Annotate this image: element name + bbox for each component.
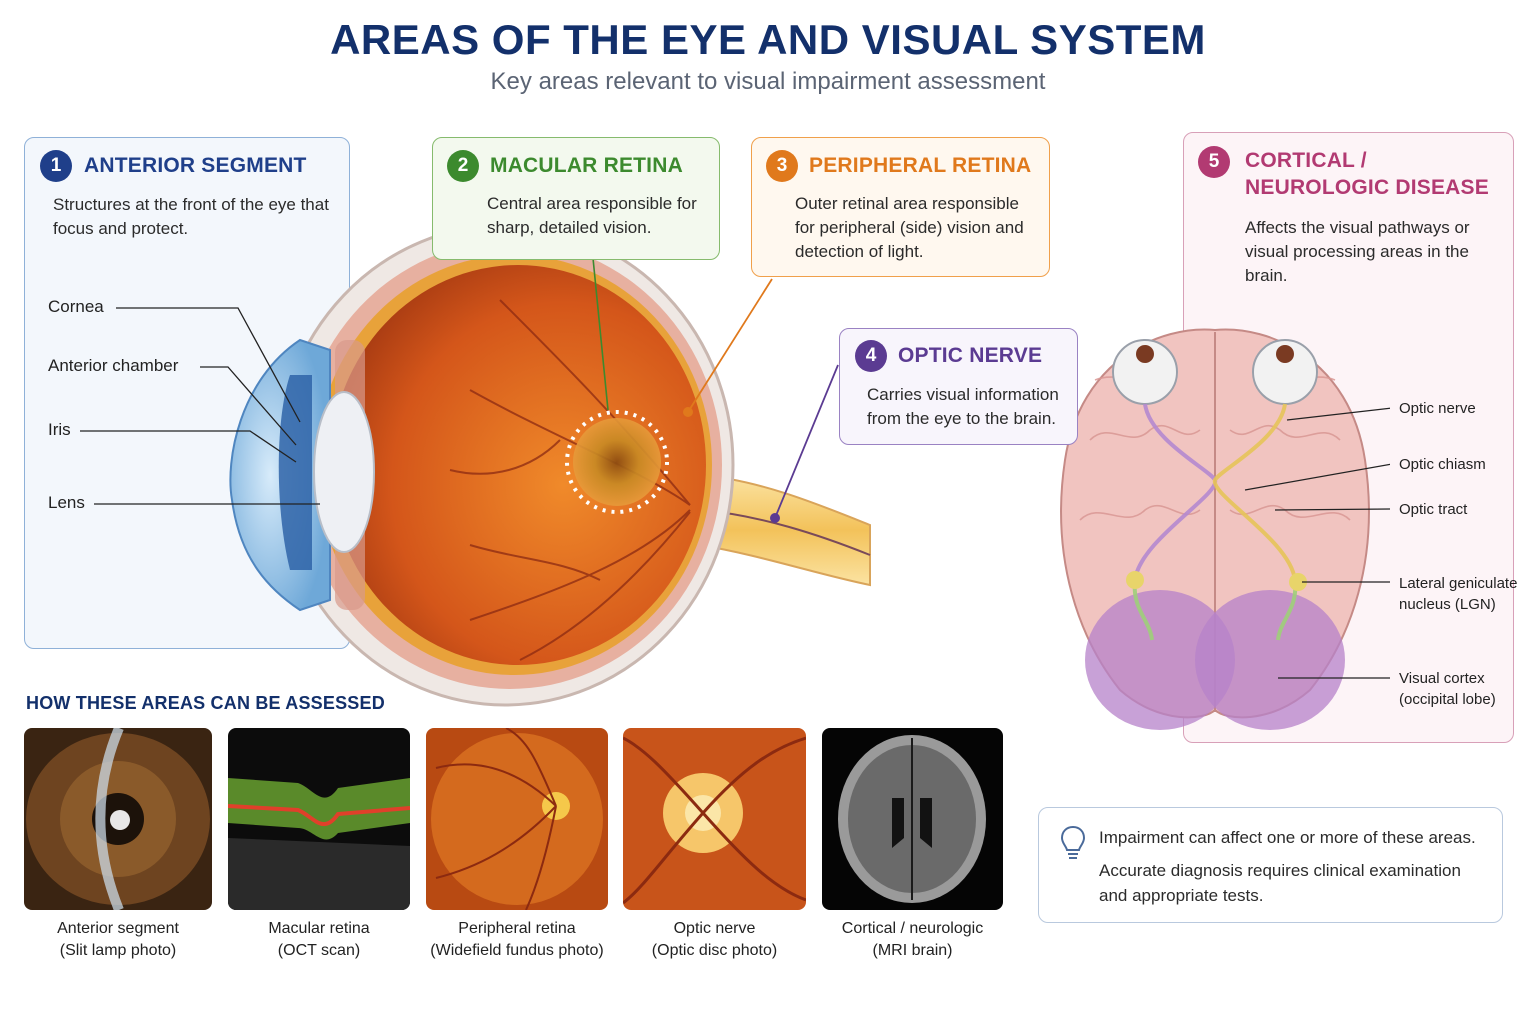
caption-line1: Macular retina — [268, 920, 370, 937]
widefield-fundus-photo — [426, 728, 608, 910]
caption-line2: (Widefield fundus photo) — [430, 942, 604, 959]
optic-disc-photo — [623, 728, 806, 910]
caption-line2: (Optic disc photo) — [651, 942, 778, 959]
page-title: AREAS OF THE EYE AND VISUAL SYSTEM — [330, 16, 1206, 63]
area-2-description: Central area responsible for sharp, deta… — [487, 194, 697, 237]
impairment-note: Impairment can affect one or more of the… — [1038, 807, 1503, 923]
note-line2: Accurate diagnosis requires clinical exa… — [1099, 861, 1461, 905]
label-visual-cortex-line2: (occipital lobe) — [1399, 691, 1496, 708]
caption-line1: Anterior segment — [57, 920, 179, 937]
area-5-badge: 5 — [1198, 146, 1230, 178]
caption-line2: (MRI brain) — [872, 942, 953, 959]
mri-brain-image — [822, 728, 1003, 910]
area-2-badge: 2 — [447, 150, 479, 182]
slit-lamp-photo — [24, 728, 212, 910]
area-3-description: Outer retinal area responsible for perip… — [795, 194, 1024, 261]
caption-cortical: Cortical / neurologic (MRI brain) — [812, 918, 1013, 962]
caption-peripheral-retina: Peripheral retina (Widefield fundus phot… — [411, 918, 623, 962]
page-subtitle: Key areas relevant to visual impairment … — [490, 68, 1046, 95]
label-optic-chiasm: Optic chiasm — [1399, 456, 1486, 473]
area-4-badge: 4 — [855, 340, 887, 372]
area-1-description: Structures at the front of the eye that … — [53, 195, 329, 238]
caption-macular-retina: Macular retina (OCT scan) — [218, 918, 420, 962]
area-2-title: MACULAR RETINA — [490, 154, 683, 177]
label-optic-nerve: Optic nerve — [1399, 400, 1476, 417]
label-cornea: Cornea — [48, 297, 104, 316]
caption-line2: (Slit lamp photo) — [59, 942, 177, 959]
caption-line1: Cortical / neurologic — [841, 920, 984, 937]
label-lgn-line1: Lateral geniculate — [1399, 575, 1518, 592]
label-optic-tract: Optic tract — [1399, 501, 1468, 518]
area-3-title: PERIPHERAL RETINA — [809, 154, 1032, 177]
label-visual-cortex-line1: Visual cortex — [1399, 670, 1485, 687]
brain-visual-pathway-illustration — [1060, 328, 1390, 730]
area-4-title: OPTIC NERVE — [898, 344, 1043, 367]
macular-retina-card — [432, 137, 720, 260]
area-1-badge: 1 — [40, 150, 72, 182]
caption-line2: (OCT scan) — [277, 942, 361, 959]
label-anterior-chamber: Anterior chamber — [48, 356, 179, 375]
caption-anterior-segment: Anterior segment (Slit lamp photo) — [14, 918, 222, 962]
label-iris: Iris — [48, 420, 71, 439]
lightbulb-icon — [1060, 825, 1086, 859]
caption-optic-nerve: Optic nerve (Optic disc photo) — [613, 918, 816, 962]
area-3-badge: 3 — [766, 150, 798, 182]
peripheral-retina-card — [751, 137, 1050, 277]
label-lgn-line2: nucleus (LGN) — [1399, 596, 1496, 613]
area-1-title: ANTERIOR SEGMENT — [84, 154, 307, 177]
area-4-description: Carries visual information from the eye … — [867, 385, 1059, 428]
assessment-heading: HOW THESE AREAS CAN BE ASSESSED — [26, 693, 385, 713]
oct-scan-image — [228, 728, 410, 910]
area-5-description: Affects the visual pathways or visual pr… — [1245, 218, 1470, 285]
caption-line1: Optic nerve — [673, 920, 756, 937]
caption-line1: Peripheral retina — [458, 920, 576, 937]
area-5-title-line2: NEUROLOGIC DISEASE — [1245, 176, 1489, 199]
area-5-title-line1: CORTICAL / — [1245, 149, 1367, 172]
note-line1: Impairment can affect one or more of the… — [1099, 828, 1476, 847]
label-lens: Lens — [48, 493, 85, 512]
